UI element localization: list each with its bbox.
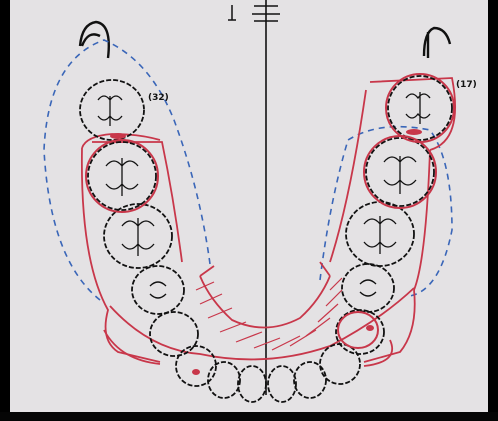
paper-background [10,0,488,416]
bottom-shadow [0,412,498,421]
right-quadrant-label: (17) [456,80,477,90]
left-quadrant-label: (32) [148,93,169,103]
